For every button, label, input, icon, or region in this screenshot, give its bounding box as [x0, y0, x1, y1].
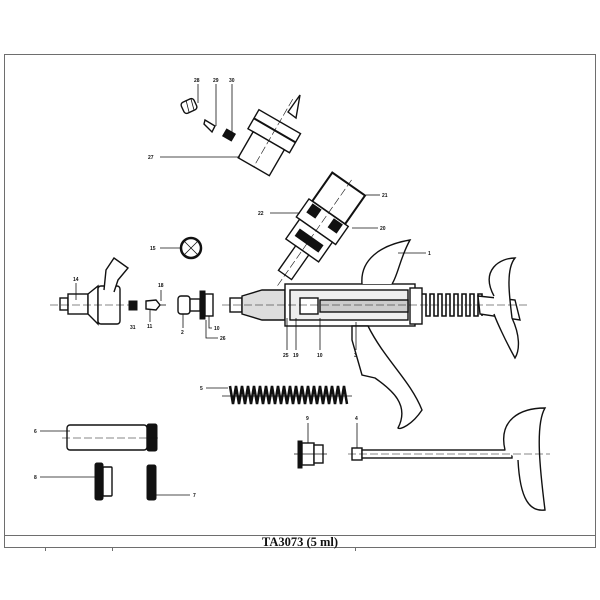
- part-26-seal: 26 10: [199, 290, 226, 342]
- part-14-nozzle: 14: [50, 257, 130, 326]
- label-2: 2: [181, 330, 184, 336]
- label-19: 19: [293, 353, 299, 359]
- table-divider: [112, 547, 113, 551]
- label-4: 4: [355, 416, 358, 422]
- label-11: 11: [147, 324, 153, 330]
- part-30-spring: 30: [221, 78, 237, 142]
- part-2-valve-seat: 2: [177, 295, 201, 336]
- label-10-a: 10: [214, 326, 220, 332]
- label-27: 27: [148, 155, 154, 161]
- syringe-body: 1 25 19 10 3: [222, 239, 530, 430]
- label-7: 7: [193, 493, 196, 499]
- label-6: 6: [34, 429, 37, 435]
- part-6-barrel-tube: 6: [34, 423, 160, 452]
- part-27-valve-housing: 27: [148, 94, 302, 177]
- part-31-spring: 31: [128, 300, 138, 331]
- table-divider: [355, 547, 356, 551]
- label-29: 29: [213, 78, 219, 84]
- label-26: 26: [220, 336, 226, 342]
- label-25: 25: [283, 353, 289, 359]
- label-28: 28: [194, 78, 200, 84]
- part-7-seal-ring: 7: [146, 464, 196, 501]
- label-1: 1: [428, 251, 431, 257]
- part-15-ring: 15: [150, 236, 203, 260]
- label-15: 15: [150, 246, 156, 252]
- part-5-spring: 5: [200, 385, 352, 405]
- valve-assembly: 21 22 20: [258, 171, 388, 287]
- label-31: 31: [130, 325, 136, 331]
- part-9-bushing: 9: [294, 416, 327, 469]
- label-8: 8: [34, 475, 37, 481]
- label-14: 14: [73, 277, 79, 283]
- label-30: 30: [229, 78, 235, 84]
- drawing-frame: [4, 54, 596, 548]
- label-3: 3: [354, 353, 357, 359]
- label-21: 21: [382, 193, 388, 199]
- label-22: 22: [258, 211, 264, 217]
- label-18: 18: [158, 283, 164, 289]
- main-spring: [422, 293, 483, 317]
- label-10-b: 10: [317, 353, 323, 359]
- label-20: 20: [380, 226, 386, 232]
- label-9: 9: [306, 416, 309, 422]
- label-5: 5: [200, 386, 203, 392]
- table-divider: [45, 547, 46, 551]
- part-11-valve: 11 18: [145, 283, 166, 330]
- part-4-plunger-rod: 4: [348, 407, 550, 511]
- part-28-knob: 28: [180, 78, 200, 115]
- part-29-valve-cone: 29: [203, 78, 219, 134]
- drawing-title: TA3073 (5 ml): [4, 535, 596, 548]
- part-8-piston: 8: [34, 462, 113, 501]
